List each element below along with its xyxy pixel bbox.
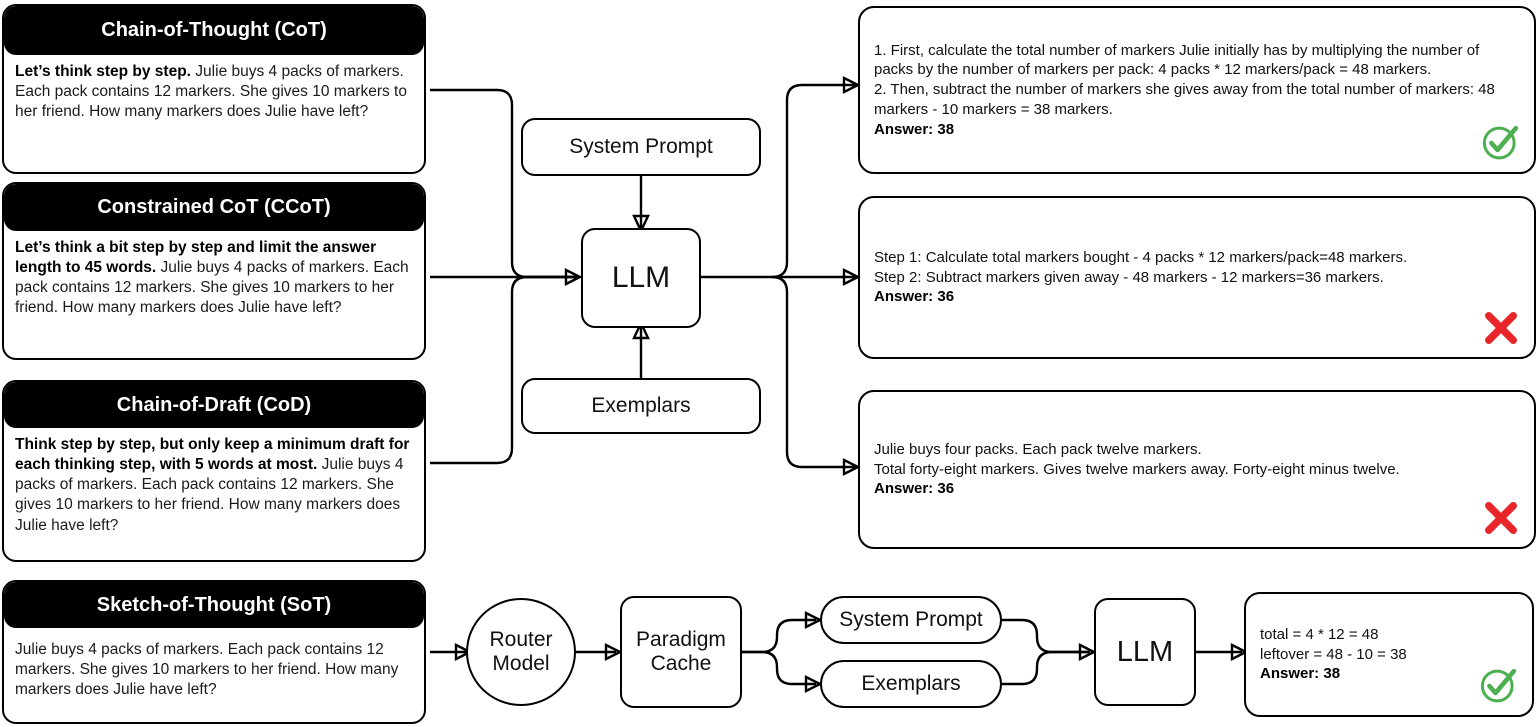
check-circle-icon	[1480, 668, 1517, 703]
system-prompt-label: System Prompt	[569, 135, 713, 159]
output-line: Julie buys four packs. Each pack twelve …	[874, 440, 1202, 458]
llm-box-bottom: LLM	[1094, 598, 1196, 706]
output-box-sot: total = 4 * 12 = 48 leftover = 48 - 10 =…	[1244, 592, 1534, 717]
prompt-card-title: Sketch-of-Thought (SoT)	[4, 582, 424, 628]
llm-box: LLM	[581, 228, 701, 328]
answer-label: Answer:	[874, 288, 934, 306]
answer-value: 36	[937, 480, 955, 498]
system-prompt-label: System Prompt	[839, 608, 983, 632]
prompt-card-cot: Chain-of-Thought (CoT) Let’s think step …	[2, 4, 426, 174]
prompt-card-cod: Chain-of-Draft (CoD) Think step by step,…	[2, 380, 426, 562]
output-text: Step 1: Calculate total markers bought -…	[860, 248, 1534, 307]
answer-label: Answer:	[874, 480, 934, 498]
output-answer: Answer: 38	[1260, 664, 1518, 684]
output-line: Step 1: Calculate total markers bought -…	[874, 248, 1408, 266]
output-box-ccot: Step 1: Calculate total markers bought -…	[858, 196, 1536, 359]
output-text: Julie buys four packs. Each pack twelve …	[860, 440, 1534, 499]
prompt-question: Julie buys 4 packs of markers. Each pack…	[15, 63, 407, 121]
cross-icon	[1485, 312, 1517, 344]
answer-value: 38	[937, 120, 955, 138]
prompt-instruction: Let’s think step by step.	[15, 63, 191, 80]
system-prompt-box-bottom: System Prompt	[820, 596, 1002, 644]
answer-label: Answer:	[874, 120, 934, 138]
output-line: Total forty-eight markers. Gives twelve …	[874, 460, 1400, 478]
prompt-instruction: Let’s think a bit step by step and limit…	[15, 239, 377, 277]
output-line: leftover = 48 - 10 = 38	[1260, 645, 1407, 663]
prompt-card-body: Let’s think a bit step by step and limit…	[4, 231, 424, 358]
output-text: 1. First, calculate the total number of …	[860, 41, 1534, 140]
router-model-box: Router Model	[466, 598, 576, 706]
paradigm-cache-label: Paradigm Cache	[636, 628, 726, 675]
output-line: 2. Then, subtract the number of markers …	[874, 81, 1495, 118]
output-line: 1. First, calculate the total number of …	[874, 41, 1480, 79]
router-model-label: Router Model	[489, 628, 553, 675]
system-prompt-box: System Prompt	[521, 118, 761, 176]
cross-icon	[1485, 502, 1517, 534]
llm-label: LLM	[611, 261, 671, 295]
prompt-card-title: Chain-of-Draft (CoD)	[4, 382, 424, 428]
prompt-card-title: Constrained CoT (CCoT)	[4, 184, 424, 231]
output-box-cot: 1. First, calculate the total number of …	[858, 6, 1536, 174]
paradigm-cache-box: Paradigm Cache	[620, 596, 742, 708]
prompt-card-sot: Sketch-of-Thought (SoT) Julie buys 4 pac…	[2, 580, 426, 724]
prompt-card-body: Let’s think step by step. Julie buys 4 p…	[4, 55, 424, 172]
prompt-instruction: Think step by step, but only keep a mini…	[15, 436, 410, 474]
prompt-card-body: Julie buys 4 packs of markers. Each pack…	[4, 628, 424, 722]
output-answer: Answer: 38	[874, 120, 1520, 140]
check-circle-icon	[1482, 125, 1519, 160]
answer-label: Answer:	[1260, 665, 1320, 683]
answer-value: 36	[937, 288, 955, 306]
output-answer: Answer: 36	[874, 287, 1520, 307]
llm-label: LLM	[1116, 635, 1174, 668]
exemplars-label: Exemplars	[591, 394, 691, 418]
prompt-card-title: Chain-of-Thought (CoT)	[4, 6, 424, 55]
prompt-card-body: Think step by step, but only keep a mini…	[4, 428, 424, 560]
prompt-card-ccot: Constrained CoT (CCoT) Let’s think a bit…	[2, 182, 426, 360]
output-line: Step 2: Subtract markers given away - 48…	[874, 268, 1384, 286]
prompt-question: Julie buys 4 packs of markers. Each pack…	[15, 456, 404, 534]
prompt-question: Julie buys 4 packs of markers. Each pack…	[15, 641, 399, 699]
exemplars-box-bottom: Exemplars	[820, 660, 1002, 708]
output-box-cod: Julie buys four packs. Each pack twelve …	[858, 390, 1536, 549]
answer-value: 38	[1323, 665, 1341, 683]
output-line: total = 4 * 12 = 48	[1260, 625, 1379, 643]
prompt-question: Julie buys 4 packs of markers. Each pack…	[15, 259, 409, 317]
exemplars-label: Exemplars	[861, 672, 961, 696]
output-answer: Answer: 36	[874, 479, 1520, 499]
output-text: total = 4 * 12 = 48 leftover = 48 - 10 =…	[1246, 625, 1532, 684]
exemplars-box: Exemplars	[521, 378, 761, 434]
